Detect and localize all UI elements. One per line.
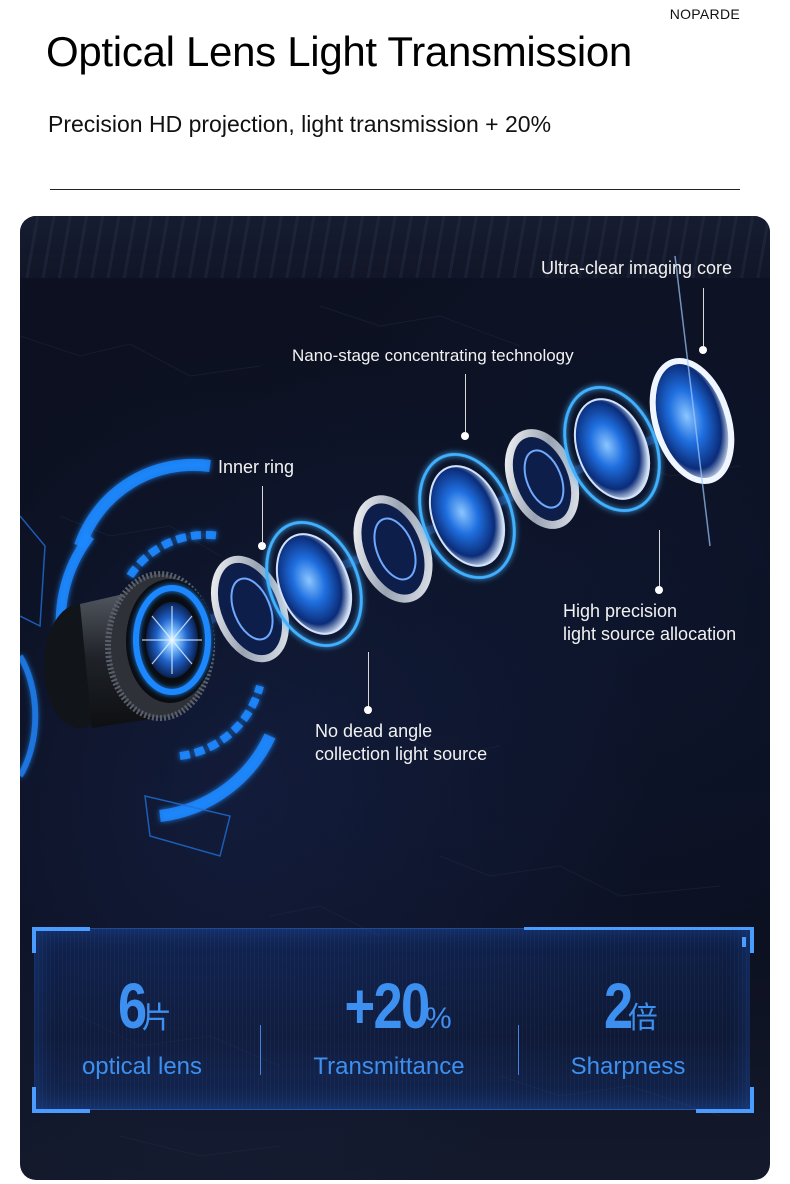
stat-value: 2倍: [546, 969, 710, 1043]
page-subtitle: Precision HD projection, light transmiss…: [48, 111, 552, 137]
callout-line: [368, 652, 369, 708]
brand-label: NOPARDE: [669, 6, 740, 22]
frame-corner: [32, 1087, 90, 1113]
stat-unit: %: [424, 1002, 452, 1035]
stat-value: 6片: [54, 969, 230, 1043]
header-divider: [50, 189, 740, 190]
callout-nano-stage: Nano-stage concentrating technology: [292, 346, 574, 365]
frame-corner: [32, 927, 90, 953]
callout-no-dead-angle-line1: No dead angle: [315, 721, 433, 741]
callout-dot: [364, 706, 372, 714]
stat-label: Sharpness: [570, 1053, 686, 1080]
stat-number: 6: [118, 970, 147, 1042]
callout-line: [659, 530, 660, 588]
frame-corner-tab: [742, 937, 746, 947]
panel-top-texture: [20, 216, 770, 278]
callout-dot: [258, 542, 266, 550]
callout-no-dead-angle-line2: collection light source: [315, 744, 488, 764]
callout-dot: [461, 432, 469, 440]
callout-high-precision: High precision light source allocation: [563, 600, 736, 646]
stat-divider: [260, 1025, 261, 1075]
stats-frame: 6片 optical lens +20% Transmittance 2倍 Sh…: [32, 927, 754, 1113]
stat-sharpness: 2倍 Sharpness: [546, 929, 710, 1111]
callout-high-precision-line1: High precision: [563, 601, 678, 621]
callout-dot: [655, 586, 663, 594]
callout-inner-ring: Inner ring: [218, 457, 295, 477]
callout-no-dead-angle: No dead angle collection light source: [315, 720, 487, 766]
callout-high-precision-line2: light source allocation: [563, 624, 737, 644]
stat-number: +20: [344, 970, 431, 1042]
frame-corner: [696, 1087, 754, 1113]
stat-label: Transmittance: [313, 1053, 465, 1080]
lens-assembly-illustration: [20, 255, 735, 857]
stat-transmittance: +20% Transmittance: [284, 929, 494, 1111]
callout-line: [465, 374, 466, 432]
stat-unit: 倍: [627, 1002, 658, 1035]
stat-label: optical lens: [81, 1053, 203, 1080]
stat-value: +20%: [284, 969, 494, 1043]
stat-number: 2: [604, 970, 633, 1042]
stat-divider: [518, 1025, 519, 1075]
stat-unit: 片: [141, 1002, 172, 1035]
callout-line: [262, 486, 263, 542]
frame-corner: [524, 927, 754, 953]
page-title: Optical Lens Light Transmission: [46, 28, 632, 75]
callout-dot: [699, 346, 707, 354]
callout-ultra-clear: Ultra-clear imaging core: [541, 258, 733, 278]
stat-optical-lens: 6片 optical lens: [54, 929, 230, 1111]
callout-line: [703, 288, 704, 346]
lens-feature-panel: Ultra-clear imaging core Nano-stage conc…: [20, 216, 770, 1180]
